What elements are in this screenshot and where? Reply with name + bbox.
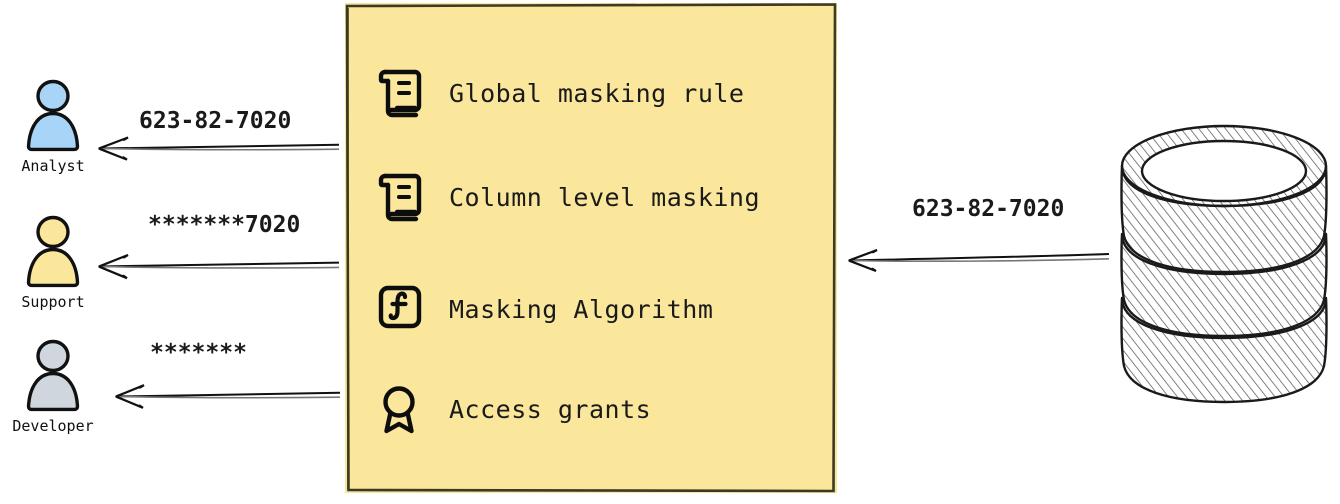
person-icon [26, 215, 80, 288]
policy-item-access-grants[interactable]: Access grants [375, 383, 651, 435]
policy-item-label: Access grants [449, 394, 652, 424]
flow-value-analyst: 623-82-7020 [139, 108, 292, 134]
flow-value-developer: ******* [150, 340, 247, 366]
policy-panel: Global masking rule Column level masking… [345, 3, 837, 493]
policy-item-masking-algorithm[interactable]: Masking Algorithm [375, 283, 713, 335]
flow-value-source: 623-82-7020 [912, 196, 1065, 222]
policy-item-column-level-masking[interactable]: Column level masking [375, 171, 760, 223]
actor-developer[interactable]: Developer [0, 338, 108, 435]
policy-item-label: Global masking rule [449, 78, 745, 108]
flow-value-support: *******7020 [148, 212, 301, 238]
function-block-icon [378, 285, 422, 329]
person-icon [26, 79, 80, 152]
actor-analyst[interactable]: Analyst [0, 78, 108, 175]
person-icon [26, 339, 80, 412]
scroll-document-icon [378, 69, 422, 118]
scroll-document-icon [378, 173, 422, 222]
arrow-to-developer-icon [115, 384, 341, 409]
arrow-to-analyst-icon [98, 136, 340, 161]
policy-item-label: Masking Algorithm [449, 294, 714, 324]
actor-label: Analyst [21, 157, 85, 175]
arrow-to-support-icon [98, 253, 340, 280]
database-cylinder-icon[interactable] [1110, 118, 1338, 406]
arrow-from-database-icon [848, 248, 1110, 273]
policy-item-label: Column level masking [449, 182, 761, 212]
policy-item-global-masking-rule[interactable]: Global masking rule [375, 67, 744, 119]
actor-label: Support [21, 293, 85, 311]
actor-label: Developer [12, 417, 94, 435]
award-ribbon-icon [383, 386, 415, 434]
actor-support[interactable]: Support [0, 214, 108, 311]
